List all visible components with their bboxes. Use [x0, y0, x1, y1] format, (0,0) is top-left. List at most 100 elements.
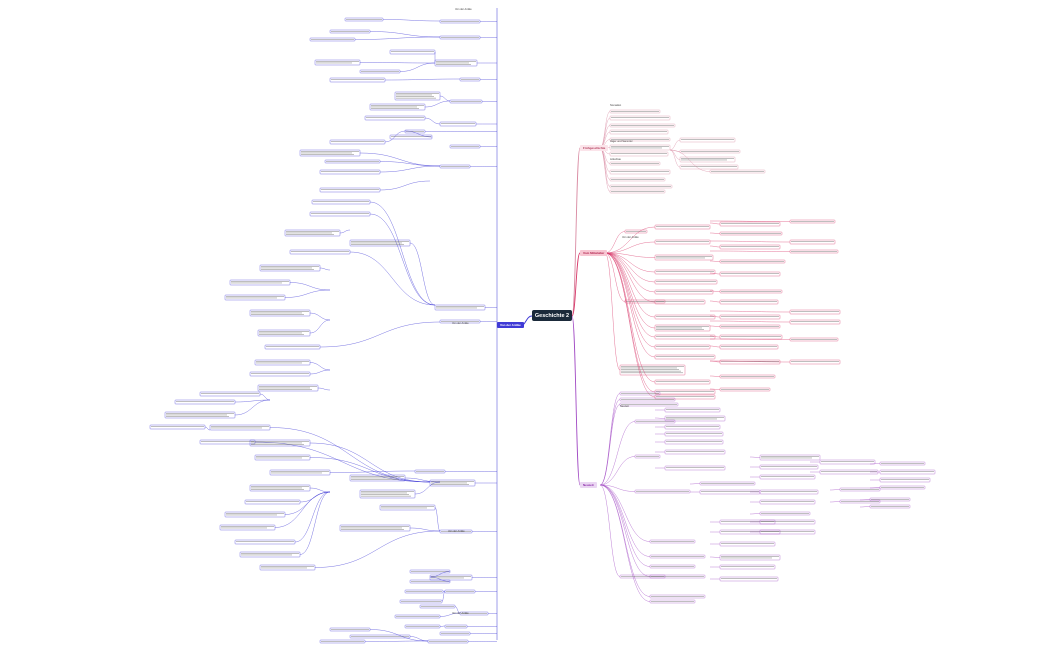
topic-node[interactable]: [654, 314, 716, 320]
topic-node[interactable]: [679, 156, 736, 163]
topic-label[interactable]: Von der Antike: [452, 612, 469, 615]
topic-node[interactable]: [759, 519, 816, 525]
topic-node[interactable]: [719, 271, 781, 277]
topic-node[interactable]: [679, 164, 739, 170]
topic-node[interactable]: [719, 576, 779, 582]
topic-node[interactable]: [759, 499, 816, 505]
topic-node[interactable]: [879, 477, 931, 483]
topic-node[interactable]: [719, 541, 776, 547]
topic-node[interactable]: [314, 59, 361, 66]
topic-node[interactable]: [389, 134, 433, 140]
topic-node[interactable]: [329, 139, 386, 145]
topic-node[interactable]: [609, 129, 669, 135]
topic-node[interactable]: [654, 354, 716, 360]
topic-node[interactable]: [789, 319, 841, 325]
topic-node[interactable]: [759, 454, 821, 461]
topic-node[interactable]: [254, 359, 311, 366]
topic-node[interactable]: [209, 424, 271, 431]
topic-node[interactable]: [879, 469, 936, 475]
branch-left-main[interactable]: Von der Antike: [497, 322, 524, 328]
topic-node[interactable]: [289, 249, 351, 255]
topic-node[interactable]: [149, 424, 206, 430]
topic-node[interactable]: [679, 137, 736, 143]
topic-node[interactable]: [219, 524, 276, 531]
topic-node[interactable]: [329, 77, 386, 83]
topic-node[interactable]: [319, 169, 381, 175]
topic-node[interactable]: [269, 469, 331, 476]
topic-node[interactable]: [664, 465, 726, 471]
topic-node[interactable]: [174, 399, 236, 405]
topic-label[interactable]: Von der Antike: [455, 8, 472, 11]
topic-node[interactable]: [759, 474, 816, 480]
topic-node[interactable]: [259, 564, 316, 571]
topic-label[interactable]: Neuzeit: [620, 405, 629, 408]
topic-node[interactable]: [664, 407, 721, 413]
topic-node[interactable]: [244, 499, 301, 505]
topic-node[interactable]: [719, 244, 781, 250]
topic-node[interactable]: [609, 144, 671, 151]
topic-node[interactable]: [389, 49, 436, 55]
topic-node[interactable]: [311, 199, 371, 205]
topic-node[interactable]: [199, 439, 256, 445]
topic-node[interactable]: [229, 279, 291, 286]
branch-mittelalter[interactable]: Vom Mittelalter: [580, 250, 608, 256]
topic-node[interactable]: [789, 359, 841, 365]
topic-node[interactable]: [654, 334, 716, 340]
topic-node[interactable]: [719, 564, 776, 570]
topic-node[interactable]: [719, 344, 779, 350]
topic-node[interactable]: [224, 511, 286, 518]
topic-node[interactable]: [664, 424, 721, 430]
topic-label[interactable]: Ackerbau: [610, 158, 621, 161]
topic-node[interactable]: [654, 344, 711, 350]
topic-label[interactable]: Nomaden: [610, 104, 622, 107]
topic-node[interactable]: [199, 391, 261, 397]
topic-node[interactable]: [819, 469, 879, 475]
topic-node[interactable]: [254, 454, 311, 461]
topic-node[interactable]: [759, 464, 819, 470]
topic-node[interactable]: [309, 211, 371, 217]
topic-node[interactable]: [654, 389, 716, 395]
topic-node[interactable]: [249, 371, 311, 377]
topic-node[interactable]: [789, 309, 841, 315]
topic-node[interactable]: [234, 539, 296, 545]
topic-node[interactable]: [719, 554, 781, 561]
topic-node[interactable]: [654, 224, 711, 230]
topic-node[interactable]: [664, 415, 726, 422]
topic-node[interactable]: [654, 269, 716, 275]
topic-node[interactable]: [819, 459, 876, 465]
topic-node[interactable]: [759, 489, 819, 495]
topic-label[interactable]: Von der Antike: [448, 530, 465, 533]
topic-node[interactable]: [654, 254, 714, 261]
topic-node[interactable]: [654, 394, 716, 400]
topic-label[interactable]: Jäger und Sammler: [610, 140, 633, 143]
topic-label[interactable]: Von der Antike: [622, 236, 639, 239]
topic-label[interactable]: Von der Antike: [452, 322, 469, 325]
topic-node[interactable]: [264, 344, 321, 350]
topic-node[interactable]: [654, 289, 714, 295]
topic-node[interactable]: [664, 431, 724, 437]
topic-node[interactable]: [719, 299, 779, 305]
topic-node[interactable]: [719, 221, 781, 227]
topic-node[interactable]: [439, 121, 477, 127]
topic-node[interactable]: [364, 115, 426, 121]
branch-fruhgeschichte[interactable]: Frühgeschichte: [580, 145, 609, 151]
topic-node[interactable]: [224, 294, 286, 301]
topic-node[interactable]: [664, 439, 724, 445]
topic-node[interactable]: [434, 304, 486, 311]
root-topic[interactable]: Geschichte 2: [532, 310, 572, 321]
topic-node[interactable]: [654, 279, 718, 285]
topic-node[interactable]: [609, 169, 671, 175]
topic-node[interactable]: [719, 519, 776, 525]
topic-node[interactable]: [609, 115, 671, 121]
topic-node[interactable]: [789, 239, 836, 245]
topic-node[interactable]: [719, 314, 781, 320]
topic-node[interactable]: [719, 334, 783, 340]
branch-neuzeit[interactable]: Neuzeit: [580, 482, 597, 488]
topic-node[interactable]: [664, 449, 726, 455]
topic-node[interactable]: [379, 504, 436, 511]
topic-node[interactable]: [654, 239, 711, 245]
topic-node[interactable]: [239, 551, 301, 558]
topic-node[interactable]: [319, 187, 381, 193]
topic-node[interactable]: [609, 151, 669, 157]
topic-node[interactable]: [654, 299, 706, 305]
